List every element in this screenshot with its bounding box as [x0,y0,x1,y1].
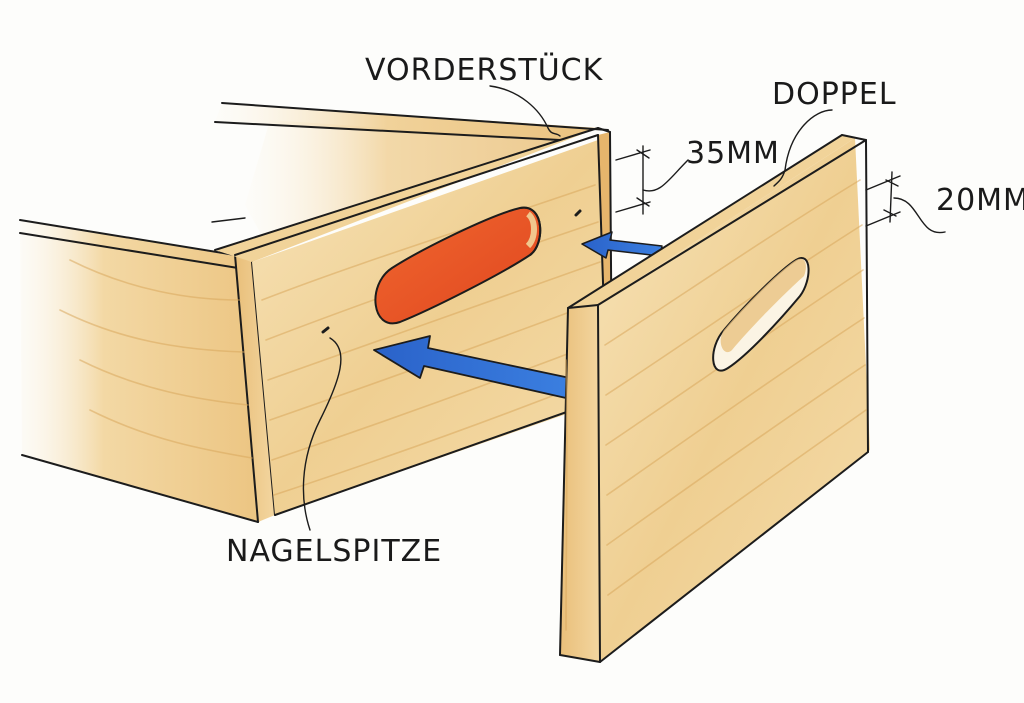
dimension-35mm [615,145,689,215]
front-piece-handle-cutout [374,206,542,325]
drawer-top-side-board [215,103,598,140]
double-board-handle-slot [712,257,810,372]
label-20mm: 20MM [936,183,1024,218]
double-board-left-edge [560,305,600,662]
drawer-box [19,102,613,523]
drawer-top-edge-fill [245,120,560,236]
drawer-side-end-grain [235,255,275,522]
double-board [559,134,870,663]
label-front-piece: VORDERSTÜCK [365,52,604,88]
leader-nail-tip [302,337,342,531]
nail-tip-left [321,326,330,334]
front-piece-top-edge [215,128,598,262]
side-board-grain [59,259,253,459]
double-board-grain [565,179,867,631]
drawer-left-side-board [20,220,260,522]
label-double: DOPPEL [772,77,897,112]
dimension-20mm [865,171,946,234]
double-board-top-edge [568,135,855,308]
nail-tip-right [574,209,582,217]
leader-double [773,109,833,187]
leader-front-piece [489,85,561,137]
label-35mm: 35MM [686,136,780,171]
label-nail-tip: NAGELSPITZE [226,534,442,569]
